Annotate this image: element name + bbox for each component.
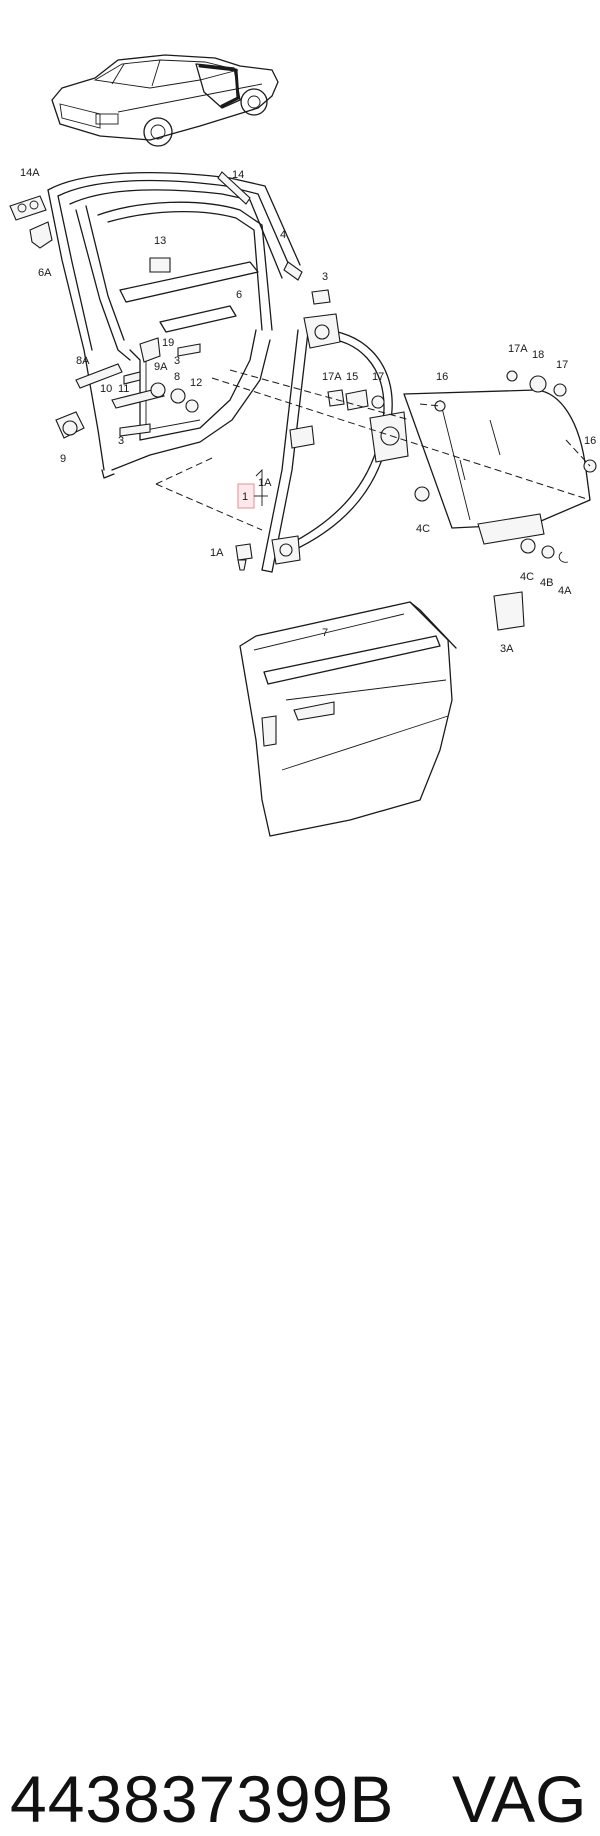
callout-17A: 17A (322, 371, 342, 383)
callout-8: 8 (174, 371, 180, 383)
callout-4C: 4C (416, 523, 430, 535)
callout-3: 3 (174, 355, 180, 367)
callout-4B: 4B (540, 577, 553, 589)
window-seal-group (47, 171, 303, 479)
callout-9A: 9A (154, 361, 168, 373)
window-glass (403, 370, 597, 631)
callout-16: 16 (436, 371, 448, 383)
window-regulator (235, 313, 409, 573)
callout-10: 10 (100, 383, 112, 395)
callout-16: 16 (584, 435, 596, 447)
callout-4A: 4A (558, 585, 572, 597)
callout-14: 14 (232, 169, 244, 181)
car-illustration (51, 54, 279, 147)
callout-4C: 4C (520, 571, 534, 583)
parts-diagram: 14A 14 13 4 6A 6 3 19 8A 3 9A 8 12 10 11… (9, 54, 597, 837)
callout-1A: 1A (210, 547, 224, 559)
callout-12: 12 (190, 377, 202, 389)
footer: 443837399B VAG (0, 880, 600, 1832)
leader-lines (155, 369, 591, 531)
callout-1A: 1A (258, 477, 272, 489)
brand-label: VAG (452, 1762, 587, 1836)
callout-9: 9 (60, 453, 66, 465)
callout-14A: 14A (20, 167, 40, 179)
small-parts-left (9, 195, 331, 439)
callout-17: 17 (556, 359, 568, 371)
callout-1: 1 (242, 491, 248, 503)
callout-4: 4 (280, 229, 286, 241)
callout-3: 3 (118, 435, 124, 447)
callout-19: 19 (162, 337, 174, 349)
part-number: 443837399B (10, 1762, 395, 1836)
callout-6A: 6A (38, 267, 52, 279)
callout-3A: 3A (500, 643, 514, 655)
callout-labels: 14A 14 13 4 6A 6 3 19 8A 3 9A 8 12 10 11… (20, 167, 596, 655)
callout-7: 7 (322, 627, 328, 639)
callout-6: 6 (236, 289, 242, 301)
callout-8A: 8A (76, 355, 90, 367)
callout-3: 3 (322, 271, 328, 283)
callout-17: 17 (372, 371, 384, 383)
door-outer-panel (239, 601, 457, 837)
callout-13: 13 (154, 235, 166, 247)
callout-18: 18 (532, 349, 544, 361)
callout-15: 15 (346, 371, 358, 383)
callout-17A: 17A (508, 343, 528, 355)
callout-11: 11 (118, 383, 129, 395)
